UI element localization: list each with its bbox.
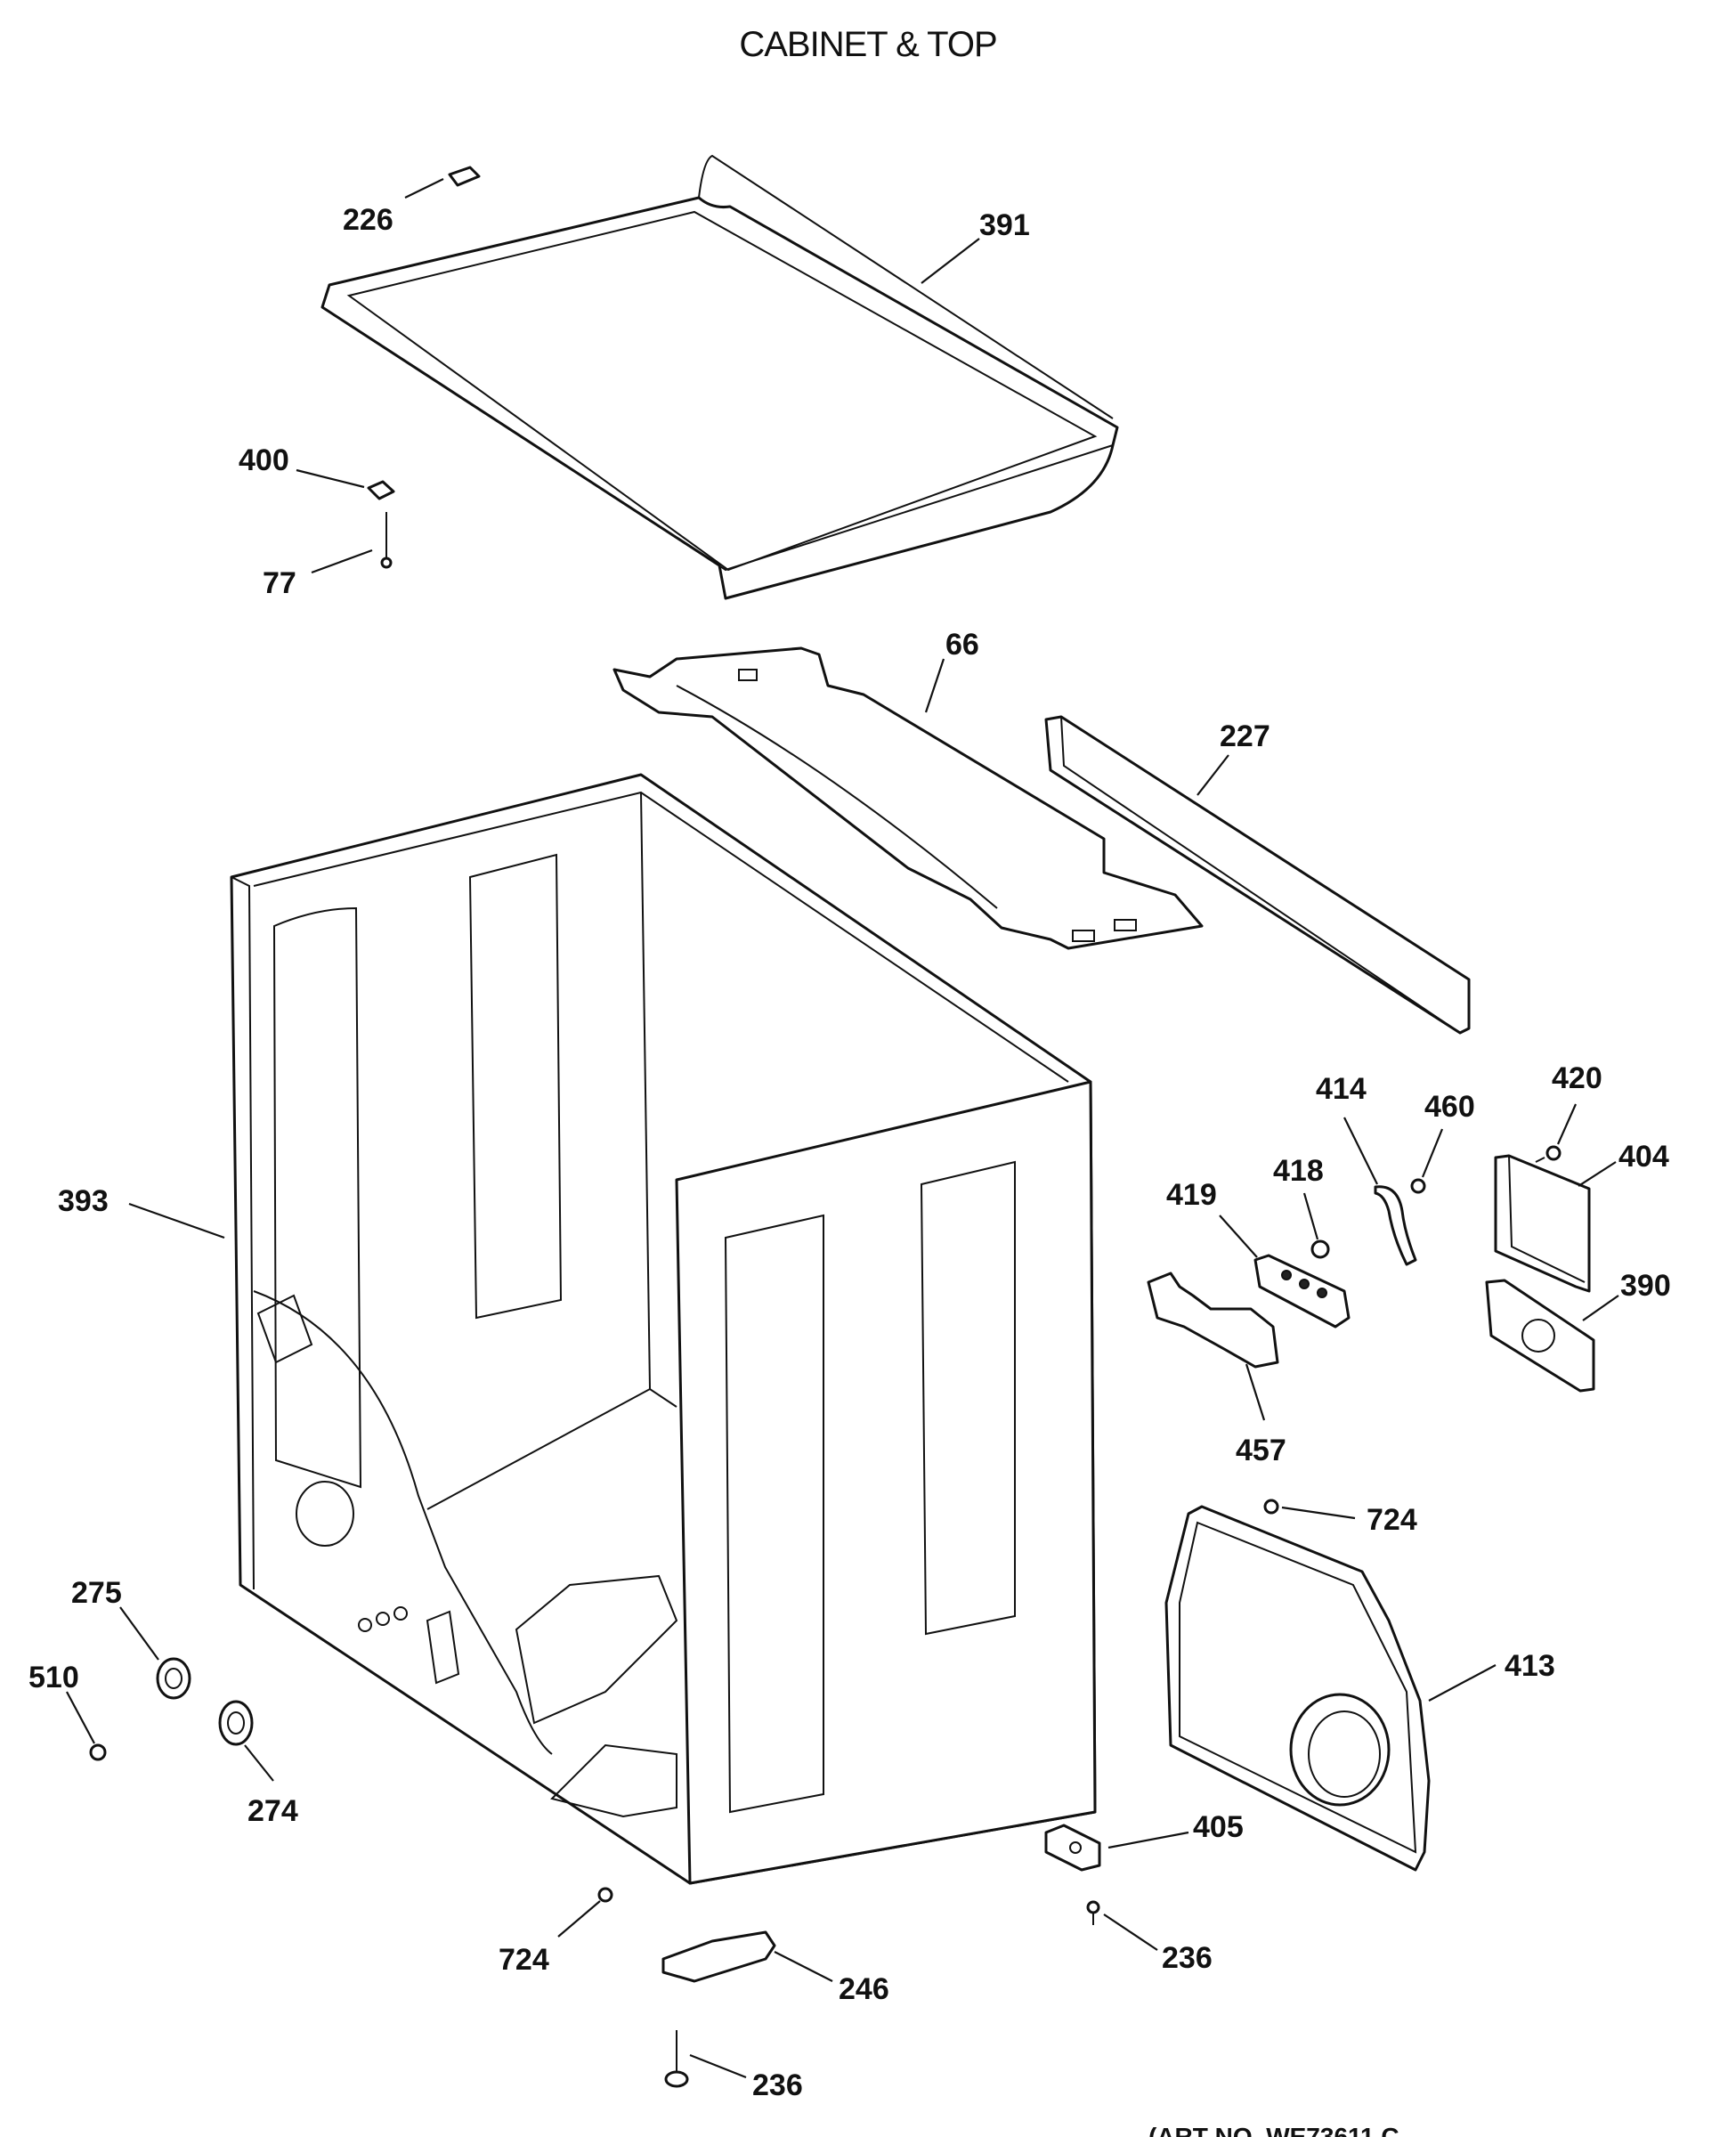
callout-236-right: 236	[1162, 1941, 1213, 1975]
callout-246: 246	[839, 1972, 889, 2006]
callout-400: 400	[239, 443, 289, 477]
callout-226: 226	[343, 203, 393, 237]
grommet-275	[156, 1657, 191, 1700]
callout-418: 418	[1273, 1154, 1324, 1188]
callout-405: 405	[1193, 1810, 1244, 1844]
grommet-274	[218, 1700, 254, 1746]
callout-labels: 226 391 400 77 66 227 414 460 420 404 41…	[28, 203, 1671, 2102]
screw-510	[89, 1743, 107, 1761]
terminal-block-419	[1253, 1254, 1351, 1329]
front-panel-413	[1164, 1505, 1431, 1872]
callout-460: 460	[1424, 1090, 1475, 1124]
cover-404	[1494, 1154, 1591, 1293]
callout-404: 404	[1618, 1140, 1669, 1174]
callout-413: 413	[1505, 1649, 1555, 1683]
top-panel	[320, 154, 1119, 600]
callout-274: 274	[247, 1794, 298, 1828]
callout-724-left: 724	[499, 1943, 549, 1977]
diagram-title: CABINET & TOP	[739, 25, 997, 64]
leader-lines	[66, 178, 1619, 2079]
bracket-457	[1147, 1272, 1279, 1369]
callout-66: 66	[945, 628, 979, 662]
callout-236-bottom: 236	[752, 2068, 803, 2102]
callout-393: 393	[58, 1184, 109, 1218]
screw-420	[1535, 1145, 1562, 1163]
callout-275: 275	[71, 1576, 122, 1610]
screw-236-right	[1086, 1900, 1100, 1925]
clip-414	[1374, 1185, 1417, 1266]
art-number-note: (ART NO. WE73611 C	[1148, 2123, 1399, 2137]
plate-390	[1485, 1279, 1595, 1393]
rail-227	[1044, 715, 1471, 1035]
top-bracket-66	[612, 646, 1204, 950]
callout-510: 510	[28, 1661, 79, 1694]
leveling-leg-236	[664, 2030, 689, 2088]
callout-724-right: 724	[1367, 1503, 1417, 1537]
callout-457: 457	[1236, 1434, 1286, 1467]
screw-77	[380, 512, 393, 569]
callout-390: 390	[1620, 1269, 1671, 1303]
cabinet-393	[230, 773, 1097, 1885]
clip-226	[448, 166, 481, 187]
callout-77: 77	[263, 566, 296, 600]
screw-724-right	[1263, 1499, 1279, 1515]
nut-400	[367, 480, 395, 500]
knob-418	[1310, 1239, 1330, 1259]
bracket-405	[1044, 1824, 1101, 1872]
screw-460	[1410, 1178, 1426, 1194]
callout-227: 227	[1220, 719, 1270, 753]
callout-419: 419	[1166, 1178, 1217, 1212]
screw-724-left	[597, 1887, 613, 1903]
bracket-246	[661, 1930, 776, 1983]
callout-414: 414	[1316, 1072, 1367, 1106]
callout-391: 391	[979, 208, 1030, 242]
callout-420: 420	[1552, 1061, 1602, 1095]
